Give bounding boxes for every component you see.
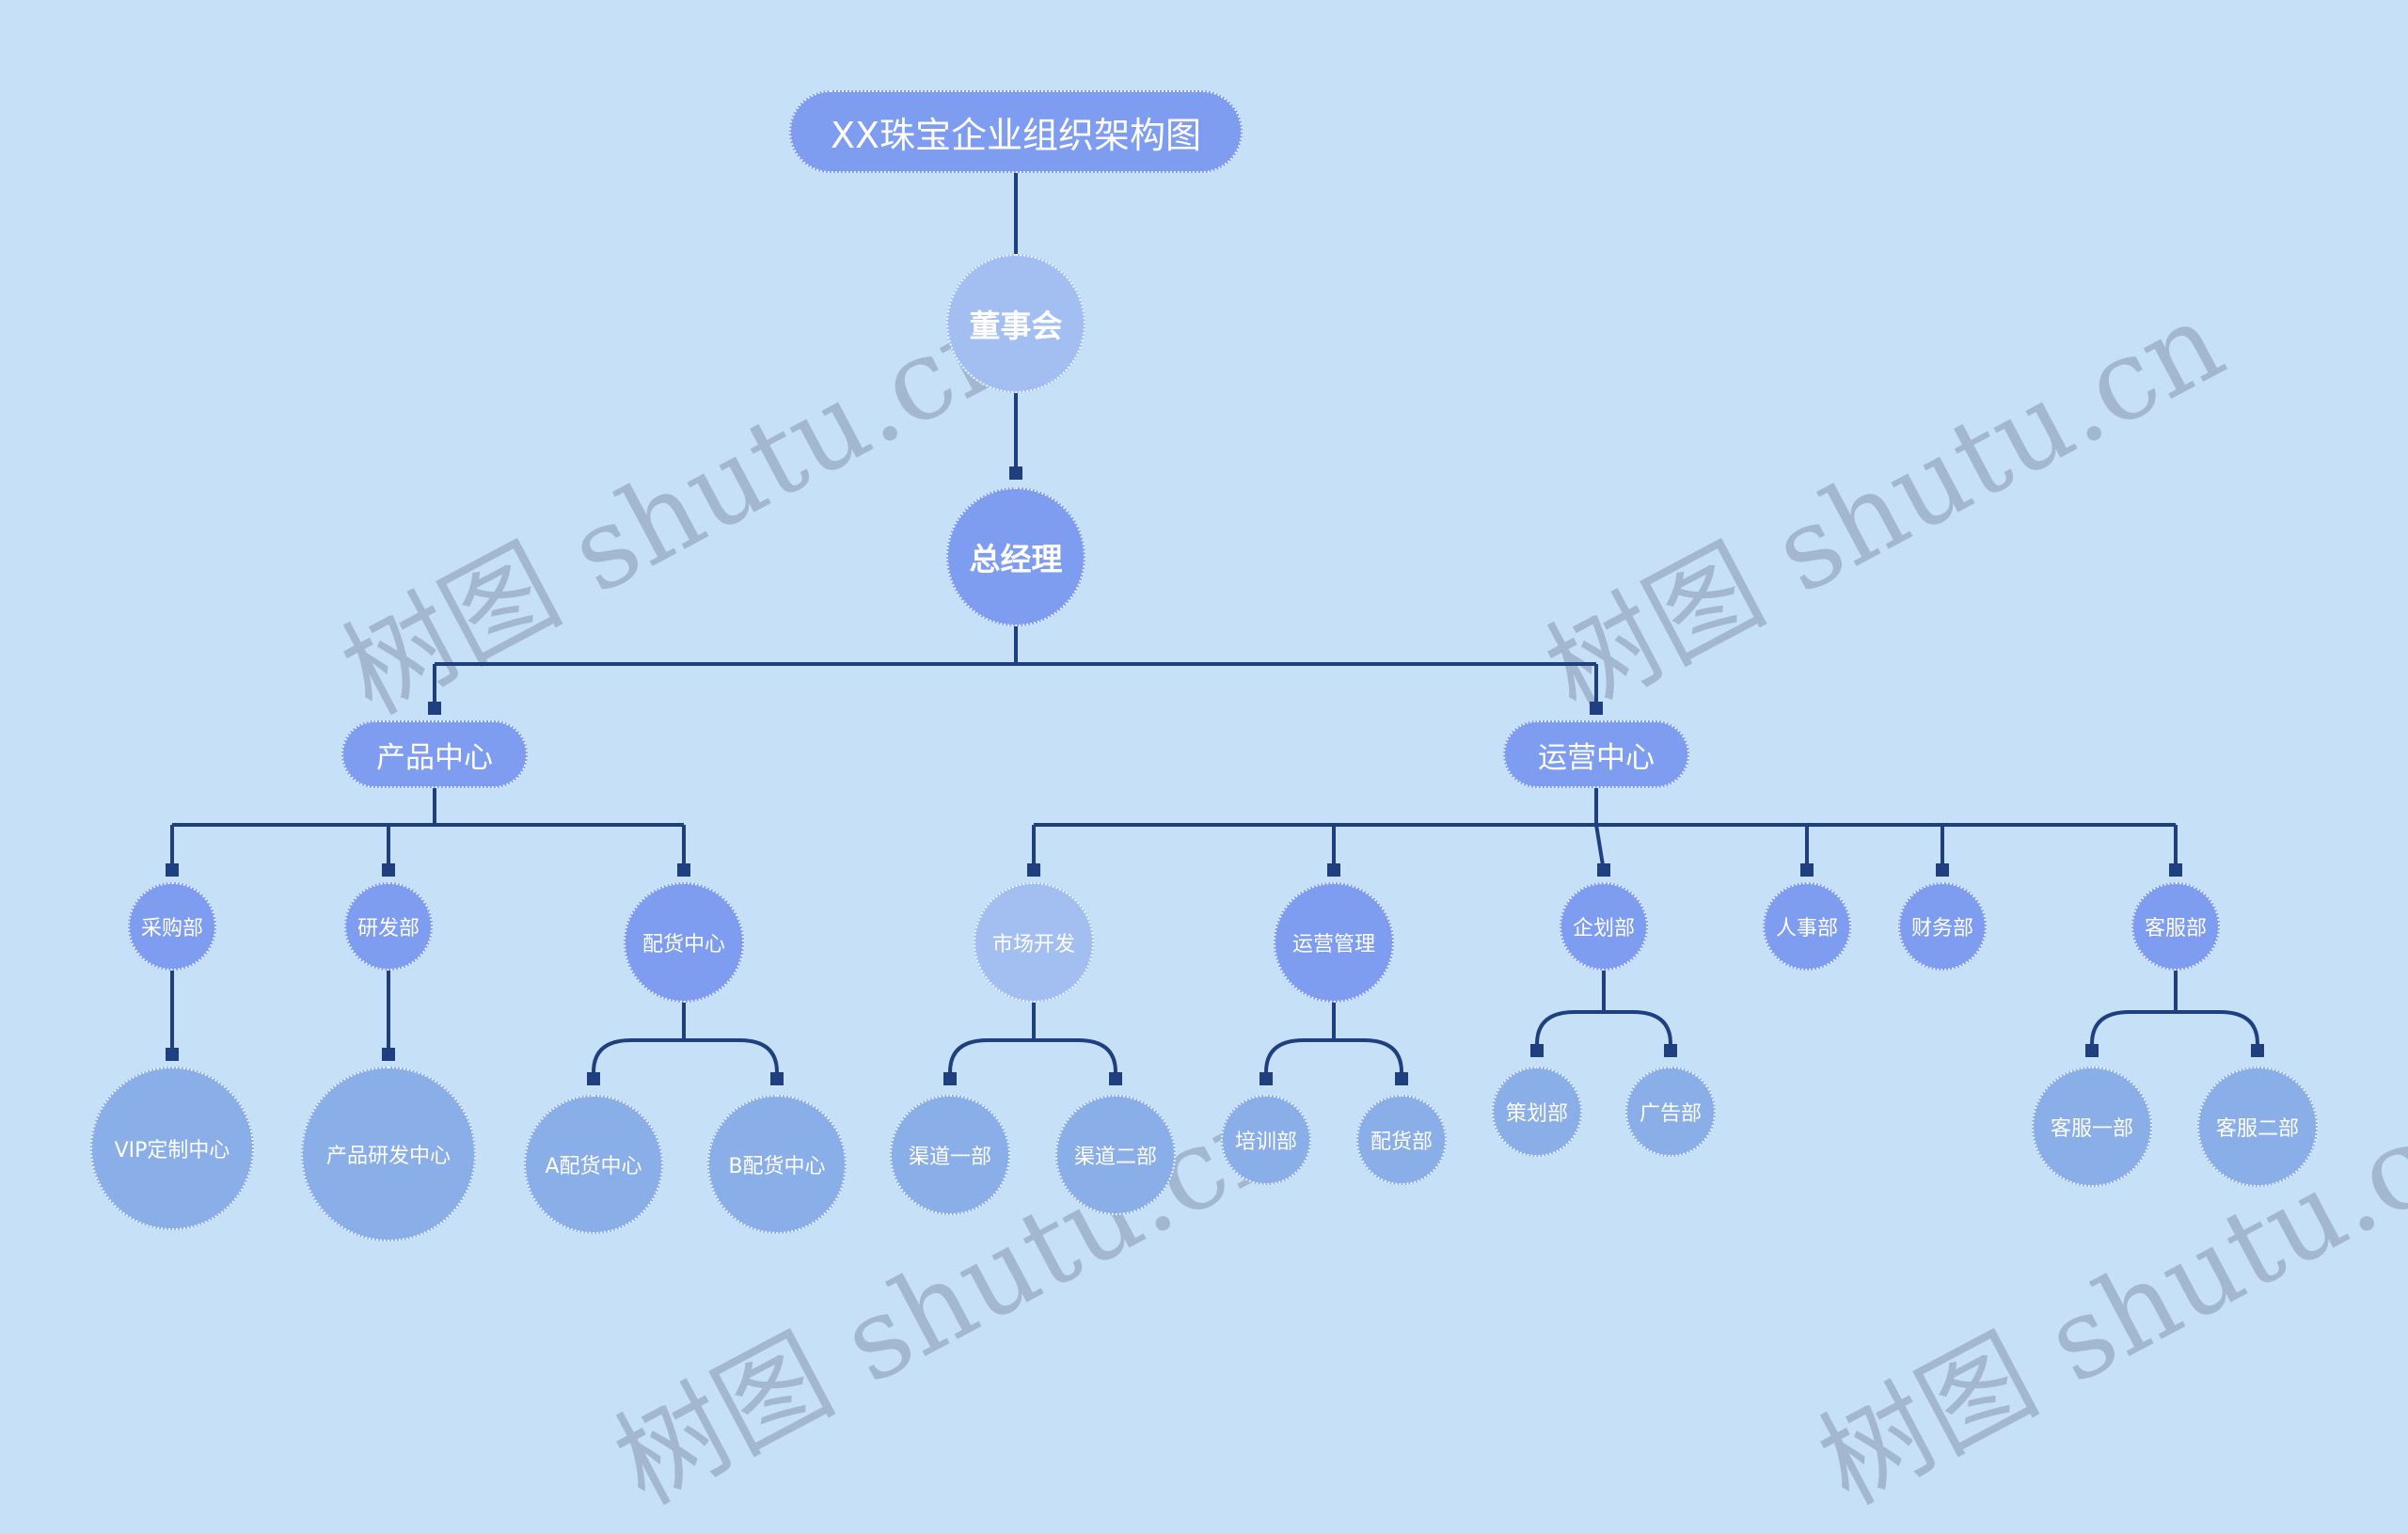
connector-end-cap xyxy=(1109,1072,1122,1085)
connector-end-cap xyxy=(166,1048,179,1061)
dept-purchasing-node[interactable]: 采购部 xyxy=(128,882,216,971)
connector-end-cap xyxy=(2085,1044,2099,1057)
connector-end-cap xyxy=(1800,863,1814,877)
unit-service-1-node[interactable]: 客服一部 xyxy=(2032,1067,2152,1187)
connector-end-cap xyxy=(587,1072,600,1085)
unit-vip-node[interactable]: VIP定制中心 xyxy=(90,1067,254,1230)
title-node[interactable]: XX珠宝企业组织架构图 xyxy=(789,90,1243,173)
dept-rnd-node[interactable]: 研发部 xyxy=(344,882,433,971)
org-chart-canvas: 树图 shutu.cn 树图 shutu.cn 树图 shutu.cn 树图 s… xyxy=(90,90,2408,1529)
connector-end-cap xyxy=(1590,702,1603,715)
gm-node[interactable]: 总经理 xyxy=(946,487,1085,626)
dept-finance-node[interactable]: 财务部 xyxy=(1898,882,1987,971)
connector-operations-depts xyxy=(1032,788,2178,872)
connector-end-cap xyxy=(677,863,690,877)
unit-service-2-node[interactable]: 客服二部 xyxy=(2197,1067,2318,1187)
unit-strategy-node[interactable]: 策划部 xyxy=(1492,1067,1582,1157)
connector-end-cap xyxy=(428,702,441,715)
unit-dist-a-node[interactable]: A配货中心 xyxy=(524,1095,663,1234)
dept-hr-node[interactable]: 人事部 xyxy=(1763,882,1851,971)
dept-market-node[interactable]: 市场开发 xyxy=(974,882,1094,1003)
connector-market-children xyxy=(948,1003,1117,1080)
connector-end-cap xyxy=(2169,863,2182,877)
connector-gm-centers xyxy=(433,626,1598,707)
dept-service-node[interactable]: 客服部 xyxy=(2131,882,2220,971)
connector-end-cap xyxy=(1009,467,1022,480)
connector-end-cap xyxy=(1259,1072,1273,1085)
dept-distribution-node[interactable]: 配货中心 xyxy=(624,882,744,1003)
unit-channel-2-node[interactable]: 渠道二部 xyxy=(1055,1095,1176,1215)
connector-end-cap xyxy=(2251,1044,2264,1057)
connector-service-children xyxy=(2090,971,2259,1052)
connector-product-depts xyxy=(170,788,686,871)
connector-planning-children xyxy=(1535,971,1672,1052)
connector-end-cap xyxy=(1395,1072,1408,1085)
board-node[interactable]: 董事会 xyxy=(946,254,1085,393)
product-center-node[interactable]: 产品中心 xyxy=(341,720,528,788)
unit-product-rnd-node[interactable]: 产品研发中心 xyxy=(301,1067,476,1241)
dept-opsmgmt-node[interactable]: 运营管理 xyxy=(1274,882,1394,1003)
connector-end-cap xyxy=(770,1072,784,1085)
unit-dist-b-node[interactable]: B配货中心 xyxy=(707,1095,847,1234)
connector-end-cap xyxy=(1597,863,1610,877)
connector-end-cap xyxy=(1530,1044,1544,1057)
connector-end-cap xyxy=(943,1072,957,1085)
connector-end-cap xyxy=(1936,863,1949,877)
unit-advertising-node[interactable]: 广告部 xyxy=(1625,1067,1716,1157)
dept-planning-node[interactable]: 企划部 xyxy=(1560,882,1648,971)
connector-end-cap xyxy=(166,863,179,877)
connector-end-cap xyxy=(382,863,395,877)
connector-opsmgmt-children xyxy=(1264,1003,1403,1080)
connector-end-cap xyxy=(382,1048,395,1061)
unit-training-node[interactable]: 培训部 xyxy=(1221,1095,1311,1185)
connector-end-cap xyxy=(1664,1044,1677,1057)
connector-lines xyxy=(166,173,2264,1085)
operations-center-node[interactable]: 运营中心 xyxy=(1503,720,1689,788)
unit-supply-node[interactable]: 配货部 xyxy=(1356,1095,1447,1185)
unit-channel-1-node[interactable]: 渠道一部 xyxy=(890,1095,1010,1215)
connector-end-cap xyxy=(1327,863,1340,877)
connector-end-cap xyxy=(1027,863,1040,877)
connector-distribution-children xyxy=(592,1003,779,1080)
